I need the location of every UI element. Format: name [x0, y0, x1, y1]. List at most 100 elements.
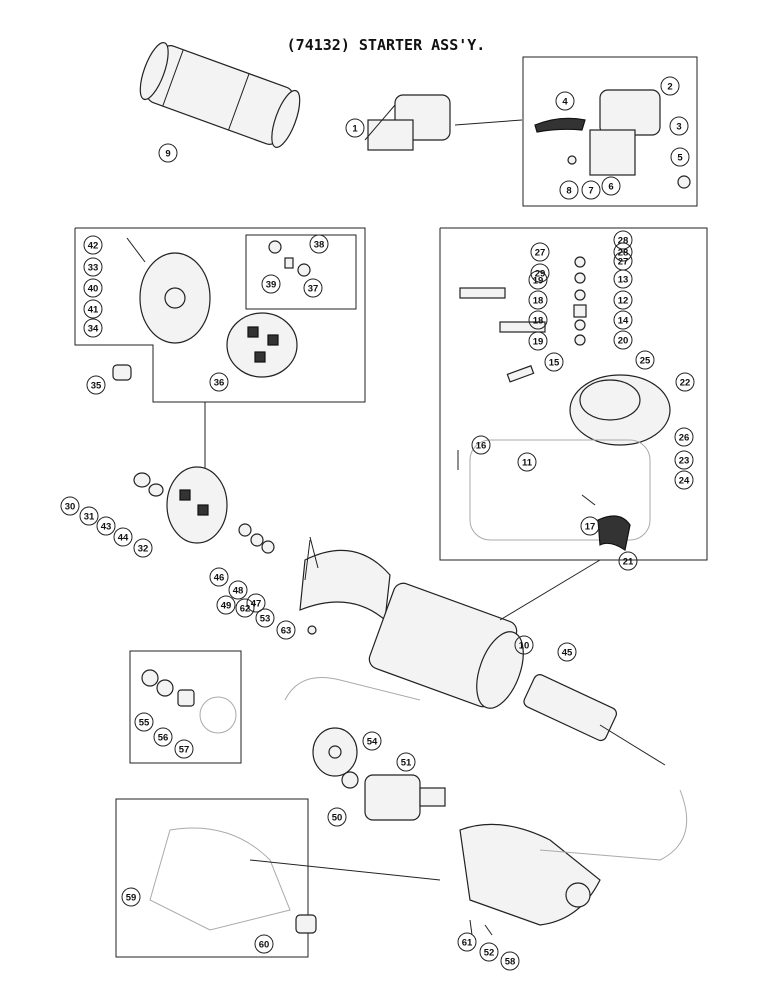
callout-55: 55 — [134, 712, 154, 732]
callout-60: 60 — [254, 934, 274, 954]
svg-text:44: 44 — [118, 533, 129, 544]
callout-17: 17 — [580, 516, 600, 536]
callout-9: 9 — [158, 143, 178, 163]
svg-text:35: 35 — [91, 381, 102, 392]
svg-text:52: 52 — [484, 948, 495, 959]
callout-7: 7 — [581, 180, 601, 200]
svg-text:62: 62 — [240, 604, 251, 615]
callout-63: 63 — [276, 620, 296, 640]
callout-44: 44 — [113, 527, 133, 547]
svg-text:38: 38 — [314, 240, 325, 251]
svg-text:18: 18 — [533, 316, 544, 327]
svg-text:19: 19 — [533, 276, 544, 287]
callout-23: 23 — [674, 450, 694, 470]
svg-text:28: 28 — [618, 248, 629, 259]
svg-text:9: 9 — [165, 149, 170, 160]
callout-18a: 18 — [528, 290, 548, 310]
svg-text:53: 53 — [260, 614, 271, 625]
svg-text:15: 15 — [549, 358, 560, 369]
svg-text:30: 30 — [65, 502, 76, 513]
callout-32: 32 — [133, 538, 153, 558]
callout-42: 42 — [83, 235, 103, 255]
callout-27b: 27 — [613, 251, 633, 271]
callout-48: 48 — [228, 580, 248, 600]
svg-text:24: 24 — [679, 476, 690, 487]
svg-text:49: 49 — [221, 601, 232, 612]
callout-19b: 19 — [528, 270, 548, 290]
callout-50: 50 — [327, 807, 347, 827]
callout-35: 35 — [86, 375, 106, 395]
svg-text:55: 55 — [139, 718, 150, 729]
callout-28a: 28 — [613, 230, 633, 250]
svg-text:20: 20 — [618, 336, 629, 347]
callout-30: 30 — [60, 496, 80, 516]
svg-text:4: 4 — [562, 97, 568, 108]
svg-text:2: 2 — [667, 82, 672, 93]
callout-47: 47 — [246, 593, 266, 613]
svg-text:37: 37 — [308, 284, 319, 295]
callout-11: 11 — [517, 452, 537, 472]
svg-text:50: 50 — [332, 813, 343, 824]
svg-text:17: 17 — [585, 522, 596, 533]
svg-text:58: 58 — [505, 957, 516, 968]
svg-text:51: 51 — [401, 758, 412, 769]
svg-text:23: 23 — [679, 456, 690, 467]
callout-10: 10 — [514, 635, 534, 655]
svg-text:40: 40 — [88, 284, 99, 295]
callout-54: 54 — [362, 731, 382, 751]
svg-text:33: 33 — [88, 263, 99, 274]
svg-text:29: 29 — [535, 269, 546, 280]
svg-text:7: 7 — [588, 186, 593, 197]
callout-56: 56 — [153, 727, 173, 747]
svg-text:5: 5 — [677, 153, 683, 164]
svg-text:45: 45 — [562, 648, 573, 659]
svg-text:21: 21 — [623, 557, 634, 568]
svg-text:18: 18 — [533, 296, 544, 307]
callout-5: 5 — [670, 147, 690, 167]
callout-36: 36 — [209, 372, 229, 392]
callout-28b: 28 — [613, 242, 633, 262]
svg-text:39: 39 — [266, 280, 277, 291]
callout-13: 13 — [613, 269, 633, 289]
callout-53: 53 — [255, 608, 275, 628]
callout-15: 15 — [544, 352, 564, 372]
parts-illustration — [112, 42, 691, 936]
svg-text:46: 46 — [214, 573, 225, 584]
callout-19a: 19 — [528, 331, 548, 351]
callout-38: 38 — [309, 234, 329, 254]
svg-text:41: 41 — [88, 305, 99, 316]
callout-52: 52 — [479, 942, 499, 962]
callout-4: 4 — [555, 91, 575, 111]
callout-26: 26 — [674, 427, 694, 447]
callout-43: 43 — [96, 516, 116, 536]
callout-8: 8 — [559, 180, 579, 200]
callout-21: 21 — [618, 551, 638, 571]
callout-31: 31 — [79, 506, 99, 526]
svg-text:63: 63 — [281, 626, 292, 637]
svg-text:56: 56 — [158, 733, 169, 744]
callout-16: 16 — [471, 435, 491, 455]
svg-text:48: 48 — [233, 586, 244, 597]
svg-text:27: 27 — [535, 248, 546, 259]
svg-text:1: 1 — [352, 124, 358, 135]
svg-text:12: 12 — [618, 296, 629, 307]
svg-text:10: 10 — [519, 641, 530, 652]
svg-text:19: 19 — [533, 337, 544, 348]
callout-29: 29 — [530, 263, 550, 283]
inset-frames — [74, 56, 708, 958]
svg-text:25: 25 — [640, 356, 651, 367]
callout-20: 20 — [613, 330, 633, 350]
callout-27a: 27 — [530, 242, 550, 262]
callout-51: 51 — [396, 752, 416, 772]
callout-46: 46 — [209, 567, 229, 587]
svg-text:26: 26 — [679, 433, 690, 444]
svg-text:3: 3 — [676, 122, 681, 133]
svg-text:6: 6 — [608, 182, 613, 193]
callout-1: 1 — [345, 118, 365, 138]
callout-34: 34 — [83, 318, 103, 338]
callout-59: 59 — [121, 887, 141, 907]
svg-text:8: 8 — [566, 186, 571, 197]
callout-49: 49 — [216, 595, 236, 615]
callout-40: 40 — [83, 278, 103, 298]
svg-text:54: 54 — [367, 737, 378, 748]
